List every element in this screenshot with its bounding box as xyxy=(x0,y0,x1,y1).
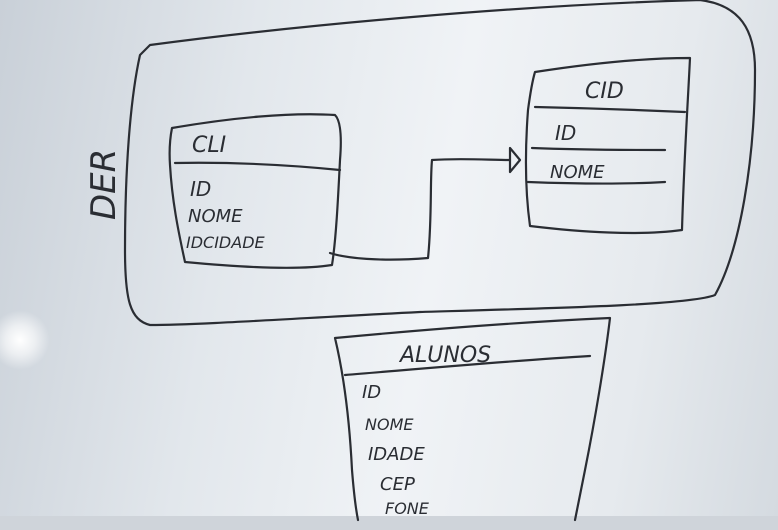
cid-table-title: CID xyxy=(585,79,624,104)
cid-table-box xyxy=(524,56,692,235)
cli-field-id: ID xyxy=(190,177,211,201)
alunos-field-idade: IDADE xyxy=(368,444,425,465)
cid-field-id: ID xyxy=(555,121,576,145)
relationship-arrowhead xyxy=(508,146,522,174)
cid-table-divider xyxy=(533,105,687,114)
alunos-field-cep: CEP xyxy=(380,474,415,495)
cli-table-box xyxy=(168,113,342,269)
relationship-connector xyxy=(328,158,512,261)
cid-table-line-2 xyxy=(530,146,667,152)
alunos-table-divider xyxy=(343,354,592,377)
alunos-field-fone: FONE xyxy=(385,499,430,518)
alunos-field-id: ID xyxy=(362,382,381,403)
der-boundary xyxy=(123,0,757,327)
whiteboard-bottom-edge xyxy=(0,516,778,530)
cid-field-nome: NOME xyxy=(550,162,605,183)
cli-table-title: CLI xyxy=(192,133,226,158)
cid-table-line-3 xyxy=(526,180,667,185)
cli-table-divider xyxy=(173,161,342,172)
cli-field-idcidade: IDCIDADE xyxy=(186,233,266,252)
cli-field-nome: NOME xyxy=(188,206,243,227)
light-glare xyxy=(0,310,50,370)
alunos-table-box xyxy=(333,316,612,522)
der-side-label: DER xyxy=(84,149,124,220)
alunos-field-nome: NOME xyxy=(365,415,414,434)
alunos-table-title: ALUNOS xyxy=(398,343,491,368)
